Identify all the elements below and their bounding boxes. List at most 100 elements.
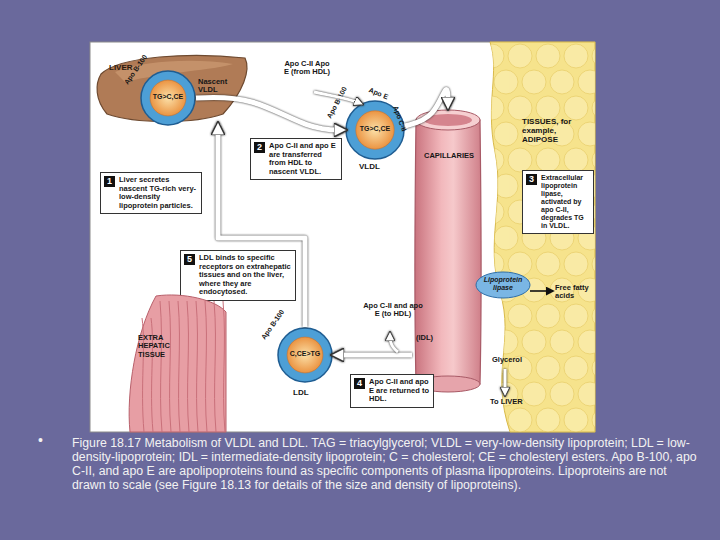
fatty-acid-arrow [530,290,553,292]
particle-name: LDL [293,389,309,398]
callout-text: Extracellular lipoprotein lipase, activa… [541,174,590,230]
fat-cell [536,356,560,380]
fat-cell [536,252,560,276]
fat-cell [480,148,504,172]
striation [178,301,180,432]
fat-cell [508,408,532,432]
fat-cell [592,304,616,328]
callout-number: 4 [354,378,365,389]
fat-cell [578,382,602,406]
adipose-outline [470,42,595,432]
adipose-tissue: TISSUES, for example, ADIPOSE 3Extracellu… [470,42,595,432]
fat-cell [564,252,588,276]
muscle-shape [129,295,226,432]
flow-arrow [405,89,448,126]
ldl-particle: Apo B-100C,CE>TGLDL [277,327,333,383]
step-callout: 4 Apo C-II and apo E are returned to HDL. [350,374,434,408]
fat-cell [564,304,588,328]
callout-number: 2 [254,142,265,153]
nascent-vldl-particle: Apo B-100TG>C,CENascent VLDL [140,70,196,126]
fat-cell [536,148,560,172]
liver-organ: LIVERApo B-100TG>C,CENascent VLDL [95,52,250,124]
fat-cell [522,70,546,94]
figure-panel [90,42,595,432]
fat-cell [508,148,532,172]
fat-cell [550,70,574,94]
fat-cell [494,226,518,250]
fat-cell [578,70,602,94]
fat-cell [480,408,504,432]
apoprotein-label: Apo E [368,86,390,101]
fat-cell [522,330,546,354]
fat-cell [508,304,532,328]
callout-text: Apo C-II and apo E are returned to HDL. [369,378,430,404]
tissue-label: EXTRA HEPATIC TISSUE [138,334,184,359]
callout-text: Liver secretes nascent TG-rich very-low-… [119,176,198,210]
fat-cell [592,96,616,120]
destination-label: To LIVER [490,398,534,406]
step-callout: 2Apo C-II and apo E are transferred from… [250,138,342,180]
apoprotein-note: Apo C-II Apo E (from HDL) [283,60,331,77]
striation [187,301,189,432]
fat-cell [564,408,588,432]
muscle-outline [128,296,228,432]
core-content: TG>C,CE [144,93,192,101]
step-callout: 3Extracellular lipoprotein lipase, activ… [522,170,594,234]
striation [223,301,225,432]
fat-cells [480,44,616,432]
apoprotein-note: Apo C-II and apo E (to HDL) [362,302,424,319]
flow-arrow [333,353,412,358]
fat-cell [480,304,504,328]
fat-cell [480,200,504,224]
particle-name: VLDL [359,163,380,172]
callout-number: 1 [104,176,115,187]
fat-cell [564,44,588,68]
enzyme-shape [476,272,530,298]
fat-cell [494,174,518,198]
muscle-tissue: EXTRA HEPATIC TISSUE [128,296,228,432]
fat-cell [578,330,602,354]
striation [160,301,162,432]
fat-cell [578,122,602,146]
core-content: C,CE>TG [281,350,329,358]
fat-cell [522,382,546,406]
liver-shape [97,55,247,121]
fat-cell [494,330,518,354]
fat-cell [494,122,518,146]
figure-caption: Figure 18.17 Metabolism of VLDL and LDL.… [72,436,702,492]
tube-body [415,120,481,384]
product-label: Glycerol [492,356,534,364]
glycerol-arrow [504,369,507,395]
fat-cell [536,96,560,120]
fat-cell [550,330,574,354]
striation [196,301,198,432]
apoprotein-label: Apo B-100 [260,308,286,341]
callout-text: LDL binds to specific receptors on extra… [199,254,292,297]
tissue-label: TISSUES, for example, ADIPOSE [522,118,592,145]
fat-cell [592,44,616,68]
striation [169,301,171,432]
fat-cell [508,44,532,68]
fat-cell [592,408,616,432]
flow-arrow [218,124,305,327]
striation [214,301,216,432]
product-label: Free fatty acids [555,284,593,301]
fat-cell [592,356,616,380]
hdl-return-arrow [390,333,398,352]
fat-cell [550,382,574,406]
callout-number: 5 [184,254,195,265]
fat-cell [592,200,616,224]
vldl-particle: Apo B-100Apo EApo C-IITG>C,CEVLDL [345,100,405,160]
bullet-mark: • [38,433,43,449]
fat-cell [508,96,532,120]
enzyme-label: Lipoprotein lipase [476,276,530,292]
capillary-tube: CAPILLARIES(IDL) [412,108,484,393]
tube-lumen [424,114,472,126]
fat-cell [592,148,616,172]
fat-cell [480,44,504,68]
tube-rim [416,110,480,130]
fat-cell [536,408,560,432]
muscle-striations [142,301,225,432]
fat-cell [494,70,518,94]
